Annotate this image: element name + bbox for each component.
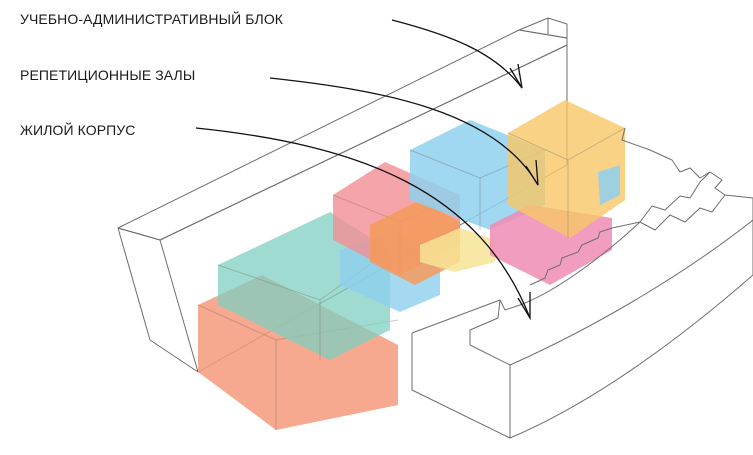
label-residential-building: ЖИЛОЙ КОРПУС (20, 122, 136, 138)
admin-block-front-face (117, 227, 199, 373)
arrow-admin-block (391, 19, 523, 89)
arrow-rehearsal-halls (269, 77, 539, 186)
residential-step-ridges (611, 171, 711, 229)
arrow-residential (195, 127, 531, 319)
arrowhead-admin-block (509, 63, 523, 89)
volume-amber (507, 100, 626, 238)
admin-block-tower (518, 17, 568, 39)
rehearsal-volumes (197, 100, 626, 430)
volume-blue-sliver (598, 165, 620, 205)
arrowhead-rehearsal-halls (525, 159, 539, 186)
residential-steps (529, 227, 613, 286)
residential-notch (469, 299, 501, 345)
residential-front-top-curve (469, 219, 753, 366)
residential-building-wireframe (411, 127, 753, 439)
label-rehearsal-halls: РЕПЕТИЦИОННЫЕ ЗАЛЫ (20, 67, 196, 83)
volume-yellow (420, 228, 495, 272)
residential-front-face (411, 194, 753, 439)
label-admin-block: УЧЕБНО-АДМИНИСТРАТИВНЫЙ БЛОК (20, 11, 284, 27)
leader-arrows (195, 19, 539, 321)
arrowhead-residential (517, 292, 531, 321)
